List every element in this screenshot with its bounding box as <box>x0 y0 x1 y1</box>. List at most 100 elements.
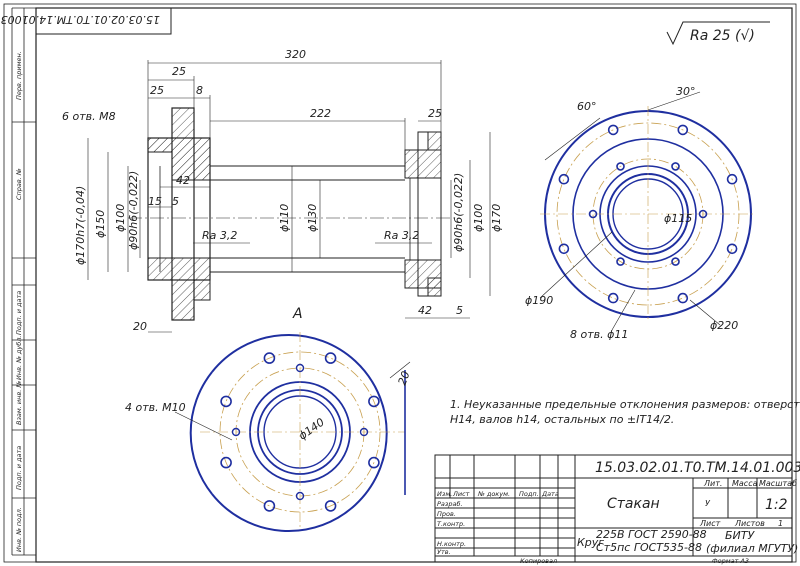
view-a-leaders <box>174 361 411 441</box>
title-col-lit: Лит. <box>703 479 722 488</box>
dim-ra32b: Ra 3,2 <box>384 229 419 242</box>
dim-25a: 25 <box>172 65 186 78</box>
dim-20b: 20 <box>396 369 413 387</box>
dim-42a: 42 <box>176 174 190 187</box>
dim-15: 15 <box>148 195 162 208</box>
section-view <box>128 107 460 321</box>
title-row-izm: Изм. <box>437 490 452 498</box>
dim-320: 320 <box>285 48 306 61</box>
view-label-a: A <box>292 306 303 322</box>
title-role-utv: Утв. <box>437 548 451 556</box>
title-format: Формат А3 <box>712 557 749 565</box>
title-lit-value: У <box>705 499 711 508</box>
bolt-hole <box>726 173 738 185</box>
stamp-sprav-no: Справ. № <box>15 168 23 200</box>
note-line-1: 1. Неуказанные предельные отклонения раз… <box>450 398 800 411</box>
dim-d190: ϕ190 <box>525 294 553 307</box>
thread-hole <box>616 162 625 171</box>
dim-holes-d11: 8 отв. ϕ11 <box>570 328 628 341</box>
dim-ang60: 60° <box>577 100 597 113</box>
end-view-right <box>540 106 756 322</box>
stamp-vzam-inv: Взам. инв. № <box>15 381 23 425</box>
flange-hole <box>220 395 232 408</box>
dim-d100b: ϕ100 <box>472 204 485 232</box>
dim-holes-m10: 4 отв. М10 <box>125 401 186 414</box>
dim-20a: 20 <box>133 320 147 333</box>
stamp-inv-podl: Инв. № подл. <box>15 507 23 552</box>
corner-drawing-number: 15.03.02.01.Т0.ТМ.14.01003 <box>1 13 160 26</box>
title-part-name: Стакан <box>607 496 660 512</box>
flange-hole <box>368 395 380 408</box>
bolt-holes-view-a <box>220 352 380 512</box>
title-sheet: Лист <box>699 519 721 528</box>
dim-d140: ϕ140 <box>296 416 327 443</box>
note-line-2: H14, валов h14, остальных по ±IT14/2. <box>450 413 674 426</box>
dim-d170b: ϕ170 <box>490 204 503 232</box>
dim-ang30: 30° <box>676 85 696 98</box>
end-view-leaders <box>539 91 721 331</box>
bolt-hole <box>607 124 619 136</box>
title-material-2: Ст5пс ГОСТ535-88 <box>596 541 702 554</box>
thread-hole <box>671 257 680 266</box>
bolt-hole <box>677 292 689 304</box>
dim-222: 222 <box>310 107 331 120</box>
thread-hole-m10 <box>359 427 369 437</box>
title-row-date: Дата <box>541 490 559 498</box>
title-copied: Копировал <box>520 557 557 565</box>
dim-d130: ϕ130 <box>306 204 319 232</box>
title-row-doc: № докум. <box>477 490 510 498</box>
flange-hole <box>324 500 337 512</box>
title-col-scale: Масштаб <box>759 479 797 488</box>
section-dimension-lines <box>87 60 491 333</box>
dim-5a: 5 <box>172 195 179 208</box>
bolt-hole <box>558 243 570 255</box>
dim-d150: ϕ150 <box>94 210 107 238</box>
bolt-hole <box>607 292 619 304</box>
thread-hole <box>698 209 708 219</box>
side-stamps <box>11 7 36 556</box>
thread-holes-right <box>588 162 708 266</box>
corner-number-box <box>35 7 172 35</box>
title-role-nkontr: Н.контр. <box>437 540 466 548</box>
flange-hole <box>324 352 337 364</box>
thread-hole <box>671 162 680 171</box>
thread-hole <box>588 209 598 219</box>
title-scale: 1:2 <box>765 497 788 513</box>
dim-5b: 5 <box>456 304 463 317</box>
title-role-prov: Пров. <box>437 510 456 518</box>
flange-hole <box>263 500 276 512</box>
flange-hole <box>368 456 380 469</box>
stamp-perv-primen: Перв. примен. <box>15 51 23 100</box>
dim-25b: 25 <box>150 84 164 97</box>
title-row-list: Лист <box>452 490 470 498</box>
dim-holes-m8: 6 отв. М8 <box>62 110 116 123</box>
dim-d110: ϕ110 <box>278 204 291 232</box>
thread-hole-m10 <box>295 363 305 373</box>
title-row-sign: Подп. <box>519 490 539 498</box>
roughness-general: Ra 25 (√) <box>690 28 755 44</box>
bolt-holes-right <box>558 124 738 304</box>
bolt-hole <box>558 173 570 185</box>
flange-hole <box>263 352 276 364</box>
thread-hole-m10 <box>231 427 241 437</box>
roughness-general-symbol <box>666 21 770 46</box>
bolt-hole <box>677 124 689 136</box>
title-drawing-number: 15.03.02.01.Т0.ТМ.14.01.003 <box>595 460 800 476</box>
title-material-1: 225В ГОСТ 2590-88 <box>596 528 707 541</box>
stamp-inv-dubl: Инв. № дубл. <box>15 336 23 380</box>
stamp-podp-data-2: Подп. и дата <box>15 446 23 490</box>
title-org-1: БИТУ <box>725 529 755 542</box>
dim-42b: 42 <box>418 304 432 317</box>
view-a <box>189 332 406 532</box>
dim-d170: ϕ170h7(-0,04) <box>74 186 87 265</box>
flange-hole <box>220 456 232 469</box>
title-role-razrab: Разраб. <box>437 500 463 508</box>
stamp-podp-data-1: Подп. и дата <box>15 291 23 335</box>
title-col-mass: Масса <box>732 479 758 488</box>
bolt-hole <box>726 243 738 255</box>
title-material-prefix: Круг <box>577 536 604 549</box>
dim-ra32a: Ra 3,2 <box>202 229 237 242</box>
thread-hole <box>616 257 625 266</box>
dim-d115: ϕ115 <box>664 212 692 225</box>
